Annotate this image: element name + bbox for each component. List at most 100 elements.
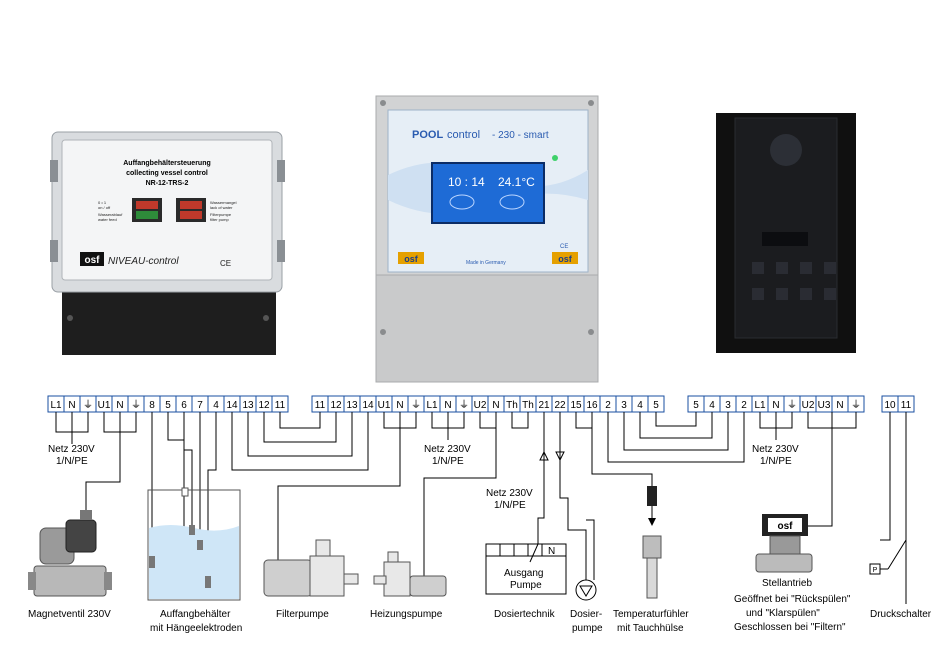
auffang-label-1: Auffangbehälter xyxy=(160,609,231,620)
netz-label-4a: Netz 230V xyxy=(486,488,533,499)
niveau-model: NR-12-TRS-2 xyxy=(146,180,189,187)
wires xyxy=(55,412,907,604)
terminal-label: 14 xyxy=(362,400,374,411)
terminal-label: ⏚ xyxy=(851,399,861,411)
terminal-label: 2 xyxy=(741,400,747,411)
netz-label-3b: 1/N/PE xyxy=(760,456,792,467)
temp-label-1: Temperaturfühler xyxy=(613,609,689,620)
netz-label-1b: 1/N/PE xyxy=(56,456,88,467)
heizungspumpe-label: Heizungspumpe xyxy=(370,609,443,620)
ausgang-label-1: Ausgang xyxy=(504,568,543,579)
terminal-label: 4 xyxy=(637,400,643,411)
terminal-label: U1 xyxy=(98,400,111,411)
terminal-label: 13 xyxy=(346,400,358,411)
niveau-title-de: Auffangbehältersteuerung xyxy=(123,160,211,167)
terminal-label: ⏚ xyxy=(83,399,93,411)
niveau-switch-r2: lack of water xyxy=(210,205,233,210)
dosierpumpe-symbol xyxy=(575,579,597,601)
poolcontrol-title-rest: control xyxy=(447,129,480,141)
niveau-title-en: collecting vessel control xyxy=(126,170,208,177)
terminal-label: ⏚ xyxy=(787,399,797,411)
terminal-label: L1 xyxy=(50,400,62,411)
niveau-switch-r4: filter pump xyxy=(210,217,229,222)
poolcontrol-made-in: Made in Germany xyxy=(466,260,506,266)
terminal-label: N xyxy=(836,400,843,411)
temperaturfuehler-symbol xyxy=(642,486,662,599)
terminal-label: 22 xyxy=(554,400,566,411)
terminal-label: 3 xyxy=(621,400,627,411)
terminal-label: 5 xyxy=(693,400,699,411)
terminal-label: ⏚ xyxy=(131,399,141,411)
terminal-label: 13 xyxy=(242,400,254,411)
terminal-label: 10 xyxy=(884,400,896,411)
auffang-label-2: mit Hängeelektroden xyxy=(150,623,242,634)
filterpumpe-symbol xyxy=(263,539,359,597)
terminal-label: 15 xyxy=(570,400,582,411)
terminal-label: 5 xyxy=(653,400,659,411)
stellantrieb-desc-3: Geschlossen bei "Filtern" xyxy=(734,622,846,633)
terminal-label: ⏚ xyxy=(459,399,469,411)
terminal-label: U2 xyxy=(802,400,815,411)
niveau-switch-r1: Wassermangel xyxy=(210,200,237,205)
terminal-label: Th xyxy=(506,400,518,411)
stellantrieb-desc-2: und "Klarspülen" xyxy=(746,608,820,619)
niveau-brand-logo: osf xyxy=(85,255,101,266)
poolcontrol-ce: CE xyxy=(560,244,568,250)
terminal-label: 11 xyxy=(901,400,912,411)
terminal-label: N xyxy=(116,400,123,411)
terminal-label: U3 xyxy=(818,400,831,411)
ausgang-n-label: N xyxy=(548,546,555,557)
terminal-label: 14 xyxy=(226,400,238,411)
terminal-label: L1 xyxy=(426,400,438,411)
poolcontrol-title-bold: POOL xyxy=(412,129,443,141)
temp-label-2: mit Tauchhülse xyxy=(617,623,684,634)
terminal-label: 6 xyxy=(181,400,187,411)
terminal-label: N xyxy=(396,400,403,411)
terminal-label: 3 xyxy=(725,400,731,411)
dosierpumpe-label-2: pumpe xyxy=(572,623,603,634)
terminal-label: 4 xyxy=(213,400,219,411)
niveau-switch-l2: on / off xyxy=(98,205,111,210)
ausgang-label-2: Pumpe xyxy=(510,580,542,591)
terminal-strip-4: 10 11 xyxy=(881,395,915,413)
terminal-label: 11 xyxy=(315,400,326,411)
niveau-switch-r3: Filterpumpe xyxy=(210,212,232,217)
dosiertechnik-box xyxy=(485,543,567,595)
terminal-label: 21 xyxy=(538,400,550,411)
stellantrieb-label: Stellantrieb xyxy=(762,578,812,589)
terminal-label: 16 xyxy=(586,400,598,411)
terminal-label: U2 xyxy=(474,400,487,411)
terminal-label: 2 xyxy=(605,400,611,411)
terminal-label: ⏚ xyxy=(411,399,421,411)
netz-label-2a: Netz 230V xyxy=(424,444,471,455)
terminal-label: N xyxy=(68,400,75,411)
niveau-ce-mark: CE xyxy=(220,259,231,268)
poolcontrol-time: 10 : 14 xyxy=(448,175,485,189)
niveau-brand-text: NIVEAU-control xyxy=(108,256,179,267)
niveau-switch-l3: Wasserablauf xyxy=(98,212,123,217)
netz-label-4b: 1/N/PE xyxy=(494,500,526,511)
filterpumpe-label: Filterpumpe xyxy=(276,609,329,620)
magnetventil-label: Magnetventil 230V xyxy=(28,609,111,620)
terminal-label: 8 xyxy=(149,400,155,411)
terminal-label: U1 xyxy=(378,400,391,411)
auffangbehaelter-tank xyxy=(147,487,241,601)
magnetventil-symbol xyxy=(28,510,112,597)
dosierpumpe-label-1: Dosier- xyxy=(570,609,602,620)
terminal-label: N xyxy=(444,400,451,411)
poolcontrol-title-suffix: - 230 - smart xyxy=(492,130,549,141)
terminal-label: 12 xyxy=(258,400,270,411)
terminal-label: 5 xyxy=(165,400,171,411)
terminal-label: 12 xyxy=(330,400,342,411)
poolcontrol-brand-right: osf xyxy=(558,254,573,264)
terminal-label: 4 xyxy=(709,400,715,411)
netz-label-1a: Netz 230V xyxy=(48,444,95,455)
netz-label-2b: 1/N/PE xyxy=(432,456,464,467)
dark-controller-device xyxy=(716,113,856,353)
terminal-label: 7 xyxy=(197,400,203,411)
stellantrieb-desc-1: Geöffnet bei "Rückspülen" xyxy=(734,594,851,605)
